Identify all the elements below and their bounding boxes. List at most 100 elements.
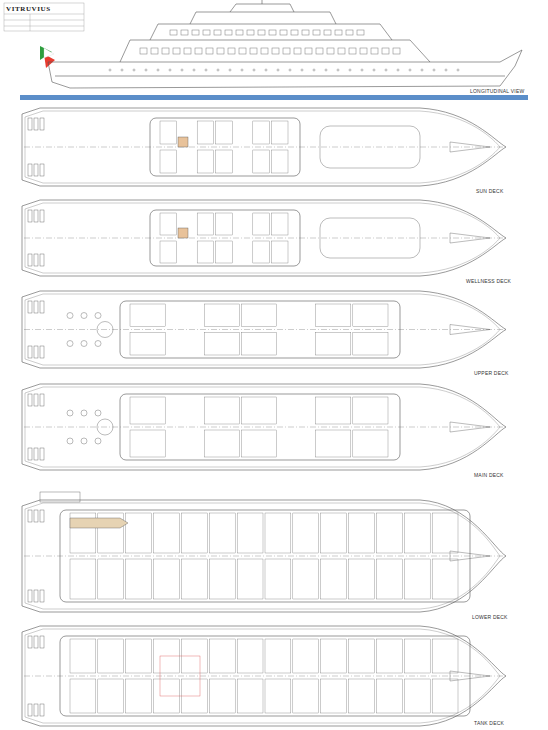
superstructure bbox=[60, 510, 470, 602]
deck-plan bbox=[22, 200, 506, 276]
cabin bbox=[197, 121, 214, 144]
cabin bbox=[432, 559, 458, 599]
table bbox=[95, 410, 101, 416]
cabin bbox=[209, 679, 235, 713]
cabin bbox=[209, 559, 235, 599]
cabin bbox=[353, 333, 388, 356]
cabin bbox=[130, 397, 165, 424]
cabin bbox=[126, 639, 152, 673]
cabin bbox=[70, 559, 96, 599]
sunbed bbox=[40, 448, 44, 460]
porthole bbox=[409, 69, 411, 71]
porthole bbox=[181, 69, 183, 71]
deck-plan bbox=[22, 492, 506, 612]
cabin bbox=[271, 150, 288, 173]
cabin bbox=[98, 679, 124, 713]
sunbed bbox=[34, 346, 38, 358]
cabin bbox=[271, 121, 288, 144]
deck-plan bbox=[22, 384, 506, 470]
window bbox=[283, 48, 290, 54]
window bbox=[335, 30, 342, 35]
cabin bbox=[216, 121, 233, 144]
window bbox=[393, 48, 400, 54]
bow-anchor bbox=[450, 233, 490, 243]
cabin bbox=[70, 639, 96, 673]
centerline bbox=[24, 238, 504, 239]
sunbed bbox=[34, 210, 38, 222]
cabin bbox=[237, 679, 263, 713]
cabin bbox=[209, 639, 235, 673]
sunbed bbox=[40, 394, 44, 406]
table bbox=[95, 341, 101, 347]
window bbox=[236, 30, 243, 35]
window bbox=[258, 30, 265, 35]
porthole bbox=[133, 69, 135, 71]
porthole bbox=[109, 69, 111, 71]
deck-plan bbox=[22, 291, 506, 368]
cabin bbox=[432, 679, 458, 713]
cabin bbox=[316, 430, 351, 457]
porthole bbox=[217, 69, 219, 71]
window bbox=[162, 48, 169, 54]
porthole bbox=[313, 69, 315, 71]
cabin bbox=[197, 150, 214, 173]
window bbox=[349, 48, 356, 54]
engine-room bbox=[160, 656, 200, 696]
cabin bbox=[253, 150, 270, 173]
cabin bbox=[404, 559, 430, 599]
porthole bbox=[421, 69, 423, 71]
bow-anchor bbox=[450, 422, 490, 432]
cabin bbox=[376, 559, 402, 599]
spa-pool bbox=[178, 137, 188, 147]
view-label: UPPER DECK bbox=[474, 370, 509, 376]
cabin bbox=[404, 513, 430, 553]
cabin bbox=[204, 333, 239, 356]
hull-outline bbox=[22, 108, 506, 186]
view-label: TANK DECK bbox=[474, 720, 504, 726]
window bbox=[305, 48, 312, 54]
cabin bbox=[126, 513, 152, 553]
view-label: LONGITUDINAL VIEW bbox=[470, 88, 524, 94]
sunbed bbox=[40, 510, 44, 522]
sunbed bbox=[40, 301, 44, 313]
window bbox=[195, 48, 202, 54]
cabin bbox=[316, 397, 351, 424]
cabin bbox=[253, 213, 270, 235]
table bbox=[95, 313, 101, 319]
sunbed bbox=[34, 394, 38, 406]
cabin bbox=[181, 559, 207, 599]
bow-anchor bbox=[450, 671, 490, 681]
window bbox=[371, 48, 378, 54]
cabin bbox=[321, 559, 347, 599]
porthole bbox=[325, 69, 327, 71]
cabin bbox=[265, 559, 291, 599]
sunbed bbox=[28, 510, 32, 522]
window bbox=[261, 48, 268, 54]
cabin bbox=[154, 513, 180, 553]
cabin bbox=[204, 430, 239, 457]
cabin bbox=[160, 121, 177, 144]
window bbox=[327, 48, 334, 54]
cabin bbox=[432, 513, 458, 553]
cabin bbox=[130, 304, 165, 327]
sunbed bbox=[34, 164, 38, 176]
cabin bbox=[253, 121, 270, 144]
hull-outline bbox=[22, 500, 506, 612]
window bbox=[206, 48, 213, 54]
cabin bbox=[237, 559, 263, 599]
cabin bbox=[241, 430, 276, 457]
cabin bbox=[126, 679, 152, 713]
cabin bbox=[376, 639, 402, 673]
cabin bbox=[98, 559, 124, 599]
table bbox=[81, 438, 87, 444]
sunbed bbox=[40, 346, 44, 358]
cabin bbox=[293, 639, 319, 673]
cabin bbox=[154, 559, 180, 599]
cabin bbox=[349, 679, 375, 713]
cabin bbox=[293, 679, 319, 713]
cabin bbox=[321, 513, 347, 553]
window bbox=[184, 48, 191, 54]
table bbox=[81, 341, 87, 347]
view-label: WELLNESS DECK bbox=[466, 278, 511, 284]
bow-anchor bbox=[450, 142, 490, 152]
